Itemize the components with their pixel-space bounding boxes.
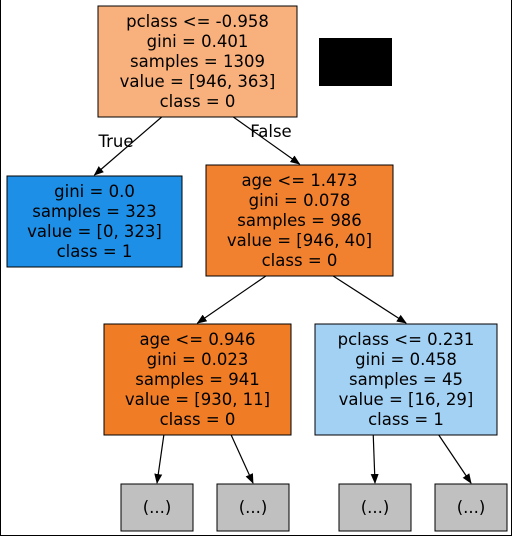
node-box <box>6 175 183 268</box>
edges-layer: True False <box>93 116 472 484</box>
node-text-line: samples = 1309 <box>130 52 265 71</box>
tree-node-trunc-2: (...) <box>216 483 290 532</box>
edge-right-to-right-right <box>332 275 407 324</box>
node-box <box>434 483 508 532</box>
node-text-line: gini = 0.078 <box>249 191 351 210</box>
edge-root-to-left <box>93 116 163 176</box>
node-text-line: value = [946, 40] <box>227 231 372 250</box>
node-text-line: gini = 0.0 <box>54 182 135 201</box>
node-box <box>205 164 394 277</box>
redaction-box <box>319 38 392 86</box>
edge-label-true: True <box>97 132 133 151</box>
edge-right-left-to-trunc-2 <box>230 434 254 484</box>
node-text-line: class = 1 <box>368 410 444 429</box>
node-box <box>314 323 498 436</box>
node-text-line: samples = 941 <box>135 370 259 389</box>
node-text-line: gini = 0.023 <box>147 350 249 369</box>
node-text-line: value = [0, 323] <box>27 222 162 241</box>
node-text-line: gini = 0.401 <box>147 32 249 51</box>
node-text-line: class = 1 <box>57 242 133 261</box>
node-box <box>120 483 194 532</box>
node-text-line: age <= 1.473 <box>241 171 357 190</box>
node-text-line: samples = 323 <box>32 202 156 221</box>
node-text-line: (...) <box>361 498 390 517</box>
node-text-line: gini = 0.458 <box>355 350 457 369</box>
node-text-line: (...) <box>143 498 172 517</box>
node-text-line: age <= 0.946 <box>139 330 255 349</box>
edge-root-to-right <box>232 116 301 165</box>
tree-node-trunc-3: (...) <box>338 483 412 532</box>
tree-node-trunc-4: (...) <box>434 483 508 532</box>
node-text-line: class = 0 <box>160 410 236 429</box>
node-text-line: (...) <box>457 498 486 517</box>
tree-node-trunc-1: (...) <box>120 483 194 532</box>
node-box <box>103 323 292 436</box>
node-box <box>97 5 298 118</box>
edge-right-right-to-trunc-4 <box>438 434 472 484</box>
node-box <box>216 483 290 532</box>
node-text-line: value = [16, 29] <box>339 390 474 409</box>
edge-right-left-to-trunc-1 <box>154 434 165 484</box>
node-text-line: samples = 986 <box>237 211 361 230</box>
node-text-line: pclass <= 0.231 <box>338 330 475 349</box>
edge-right-right-to-trunc-3 <box>370 434 379 484</box>
node-text-line: value = [930, 11] <box>125 390 270 409</box>
node-text-line: samples = 45 <box>349 370 463 389</box>
node-text-line: (...) <box>239 498 268 517</box>
edge-right-to-right-left <box>196 275 267 324</box>
node-text-line: pclass <= -0.958 <box>126 12 269 31</box>
node-box <box>338 483 412 532</box>
node-text-line: class = 0 <box>262 251 338 270</box>
node-text-line: class = 0 <box>160 92 236 111</box>
edge-label-false: False <box>250 122 291 141</box>
node-text-line: value = [946, 363] <box>120 72 276 91</box>
